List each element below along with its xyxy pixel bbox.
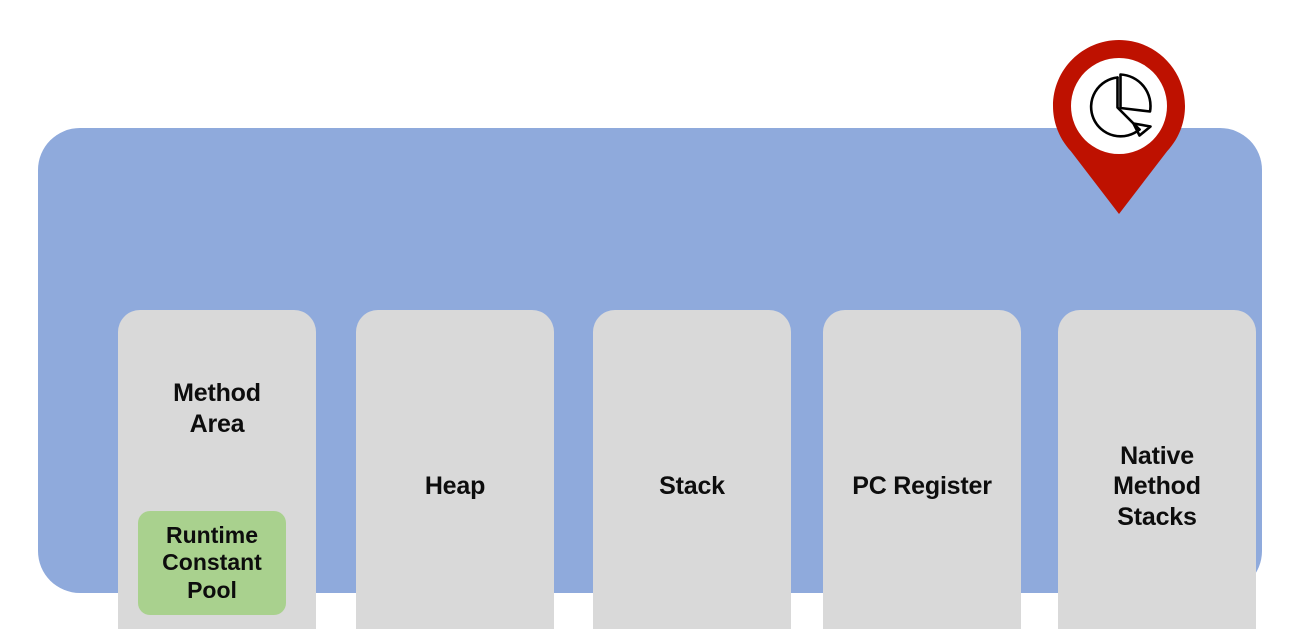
runtime-constant-pool-label: Runtime Constant Pool xyxy=(162,521,262,603)
runtime-data-area-container: Method Area Runtime Constant Pool Heap S… xyxy=(38,128,1262,629)
memory-box-label-stack: Stack xyxy=(659,472,725,501)
memory-box-label-native-method-stacks: Native Method Stacks xyxy=(1113,441,1201,531)
memory-box-native-method-stacks[interactable]: Native Method Stacks xyxy=(1058,310,1256,629)
memory-box-method-area[interactable]: Method Area Runtime Constant Pool xyxy=(118,310,316,629)
memory-box-pc-register[interactable]: PC Register xyxy=(823,310,1021,629)
memory-box-stack[interactable]: Stack xyxy=(593,310,791,629)
memory-box-label-method-area: Method Area xyxy=(173,379,261,438)
memory-box-heap[interactable]: Heap xyxy=(356,310,554,629)
runtime-constant-pool-box[interactable]: Runtime Constant Pool xyxy=(138,511,286,615)
map-pin-marker[interactable] xyxy=(1047,38,1191,216)
memory-box-label-pc-register: PC Register xyxy=(852,472,992,501)
memory-box-label-heap: Heap xyxy=(424,472,486,501)
pie-chart-icon xyxy=(1089,73,1152,138)
map-pin-icon xyxy=(1053,40,1185,214)
